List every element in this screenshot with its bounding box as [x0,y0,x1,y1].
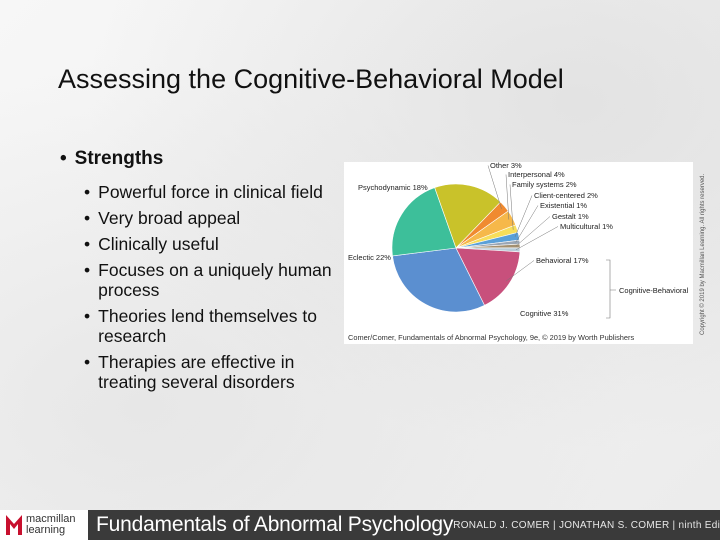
pie-slice-psychodynamic [434,183,501,249]
pie-slice-eclectic [391,187,457,257]
bullet-dot: • [84,182,91,202]
copyright-notice: Copyright © 2019 by Macmillan Learning. … [700,173,706,335]
list-item-text: Therapies are effective in treating seve… [98,352,295,392]
pie-chart: Cognitive 31% Eclectic 22% Psychodynamic 1… [348,162,689,342]
bullet-dot: • [60,148,67,169]
list-item: • Very broad appeal [84,208,350,228]
list-item-text: Focuses on a uniquely human process [98,260,332,300]
group-bracket [606,259,616,319]
sub-bullet-list: • Powerful force in clinical field • Very … [84,182,350,392]
publisher-logo: macmillan learning [6,514,76,536]
list-item: • Theories lend themselves to research [84,306,350,346]
pie-leader-line [515,226,559,251]
pie-label-multicultural: Multicultural 1% [560,222,613,231]
pie-label-other: Other 3% [490,162,522,170]
pie-leader-line [505,260,535,282]
pie-leader-line [515,205,539,243]
pie-leader-line [515,216,551,247]
bullet-dot: • [84,352,91,372]
footer-band: Fundamentals of Abnormal Psychology RONA… [88,510,720,540]
pie-leader-line [505,174,510,220]
pie-label-interpersonal: Interpersonal 4% [508,170,565,179]
pie-label-cognitive: Cognitive 31% [520,309,569,318]
pie-leader-line [509,184,514,230]
bullet-dot: • [84,260,91,280]
pie-label-existential: Existential 1% [540,201,587,210]
bullet-list: • Strengths • Powerful force in clinical … [60,148,350,398]
pie-label-behavioral: Behavioral 17% [536,256,589,265]
logo-line-1: macmillan [26,513,76,525]
pie-chart-panel: Cognitive 31% Eclectic 22% Psychodynamic 1… [344,162,693,344]
bullet-heading: • Strengths [60,148,350,170]
list-item-text: Powerful force in clinical field [98,182,323,202]
logo-wordmark: macmillan learning [26,514,76,536]
list-item: • Therapies are effective in treating sev… [84,352,350,392]
book-authors: RONALD J. COMER | JONATHAN S. COMER | ni… [453,519,720,531]
pie-leader-line [514,195,533,238]
bullet-heading-text: Strengths [74,148,164,169]
list-item-text: Clinically useful [98,234,219,254]
pie-label-family-systems: Family systems 2% [512,180,577,189]
chart-caption: Comer/Comer, Fundamentals of Abnormal Ps… [348,333,634,342]
list-item: • Powerful force in clinical field [84,182,350,202]
pie-leader-line [487,165,502,210]
list-item-text: Theories lend themselves to research [98,306,318,346]
pie-label-client-centered: Client-centered 2% [534,191,598,200]
list-item: • Clinically useful [84,234,350,254]
slide-title: Assessing the Cognitive-Behavioral Model [58,64,564,94]
pie-label-eclectic: Eclectic 22% [348,253,391,262]
pie-label-psychodynamic: Psychodynamic 18% [358,183,428,192]
bullet-dot: • [84,234,91,254]
macmillan-logo-icon [6,515,22,535]
pie-slice-behavioral [455,247,521,306]
group-label: Cognitive-Behavioral [619,286,689,295]
pie-label-gestalt: Gestalt 1% [552,212,589,221]
list-item-text: Very broad appeal [98,208,241,228]
pie-slice-cognitive [392,247,485,313]
bullet-dot: • [84,208,91,228]
logo-line-2: learning [26,524,66,536]
bullet-dot: • [84,306,91,326]
book-title: Fundamentals of Abnormal Psychology [96,513,454,536]
list-item: • Focuses on a uniquely human process [84,260,350,300]
